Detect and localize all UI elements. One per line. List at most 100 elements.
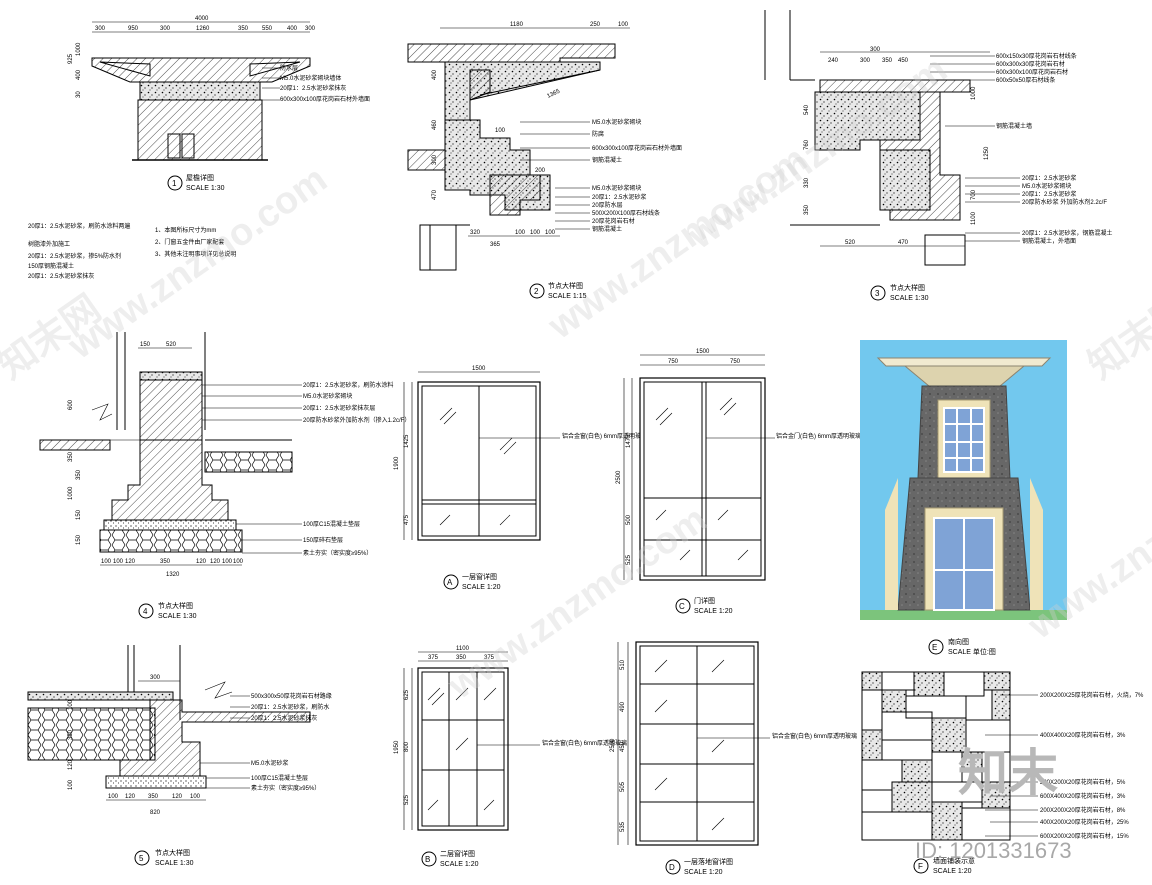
dim-bottom: 470 — [898, 240, 909, 246]
dim-height: 1900 — [394, 456, 400, 470]
dim-bottom: 350 — [148, 794, 159, 800]
panel-scale: SCALE 1:20 — [933, 868, 972, 875]
callout: M5.0水泥砂浆砌块 — [592, 184, 641, 192]
panel-2-node-detail: 1180 250 100 400 460 300 470 1365 200 10… — [407, 22, 682, 300]
dim-sub-height: 510 — [620, 659, 626, 670]
dim-top: 250 — [590, 22, 601, 28]
callout: 20厚防水砂浆外加防水剂（掺入1.2c/F） — [303, 416, 410, 424]
callout: 20厚1：2.5水泥砂浆 — [592, 193, 646, 201]
panel-letter: E — [932, 643, 937, 652]
callout: 600X200X20厚花岗岩石材，15% — [1040, 832, 1129, 840]
callout: 素土夯实（密实度≥95%） — [251, 784, 320, 792]
dim-sub-height: 535 — [620, 821, 626, 832]
callout: 500x300x50厚花岗岩石材路缘 — [251, 692, 332, 700]
callout: 400X400X20厚花岗岩石材，3% — [1040, 731, 1126, 739]
dim-sub-height: 475 — [404, 514, 410, 525]
panel-scale: SCALE 1:15 — [548, 293, 587, 300]
panel-scale: SCALE 1:30 — [158, 613, 197, 620]
note: 150厚钢筋混凝土 — [28, 262, 74, 270]
panel-title: 节点大样图 — [155, 848, 190, 857]
dim-sub: 350 — [238, 26, 249, 32]
callout: 600x50x50厚石材线条 — [996, 76, 1055, 84]
dim-left: 1000 — [68, 486, 74, 500]
dim-sub-width: 350 — [456, 655, 467, 661]
dim-bottom-total: 1320 — [166, 572, 180, 578]
dim-bottom: 100 — [530, 230, 541, 236]
panel-4-foundation-detail: 150 520 600 350 1000 350 150 150 100 100… — [39, 332, 410, 620]
dim-bottom: 100 — [233, 559, 244, 565]
panel-scale: SCALE 1:20 — [462, 584, 501, 591]
elevation-grass — [860, 610, 1067, 620]
callout: 600x300x100厚花岗岩石材外墙面 — [592, 144, 682, 152]
dim-top: 4000 — [195, 16, 209, 22]
dim-right: 1000 — [971, 86, 977, 100]
eave-cap — [876, 357, 1052, 367]
dim-sub-height: 1475 — [626, 434, 632, 448]
callout: 200X200X20厚花岗岩石材，8% — [1040, 806, 1126, 814]
dim-top: 100 — [618, 22, 629, 28]
panel-title: 屋檐详图 — [186, 173, 214, 182]
dim-left: 330 — [804, 177, 810, 188]
callout: 100厚C15混凝土垫层 — [303, 520, 360, 528]
dim-bottom: 100 — [515, 230, 526, 236]
callout: 600x300x100厚花岗岩石材外墙面 — [280, 95, 370, 103]
callout: M5.0水泥砂浆砌块墙体 — [280, 74, 341, 82]
dim-left: 150 — [76, 534, 82, 545]
callout: 20厚1：2.5水泥砂浆 — [1022, 174, 1076, 182]
dim-sub: 400 — [287, 26, 298, 32]
panel-scale: SCALE 单位:图 — [948, 647, 996, 656]
panel-D-floor-window: 2500 510 490 450 505 535 铝合金窗(白色) 6mm厚透明… — [610, 641, 857, 876]
dim-right: 700 — [971, 189, 977, 200]
panel-title: 节点大样图 — [158, 601, 193, 610]
callout: 素土夯实（密实度≥95%） — [303, 549, 372, 557]
dim-sub-height: 490 — [620, 701, 626, 712]
dim-sub-width: 375 — [484, 655, 495, 661]
dim-width: 1100 — [456, 646, 470, 652]
dim-top: 300 — [860, 58, 871, 64]
callout: 20厚防水砂浆 外加防水剂2.2c/F — [1022, 198, 1107, 206]
dim-left: 300 — [432, 154, 438, 165]
callout: 150厚碎石垫层 — [303, 536, 343, 544]
dim-bottom: 120 — [125, 794, 136, 800]
general-notes: 20厚1：2.5水泥砂浆，刷防水涂料两遍 树脂漆外加施工 20厚1：2.5水泥砂… — [28, 222, 236, 280]
callout: 600x300x30厚花岗岩石材 — [996, 60, 1065, 68]
dim-left: 100 — [68, 779, 74, 790]
panel-letter: C — [679, 602, 685, 611]
panel-title: 节点大样图 — [548, 281, 583, 290]
dim-sub: 1260 — [196, 26, 210, 32]
panel-5-curb-detail: 300 100 350 120 100 100 120 350 120 100 … — [27, 645, 332, 867]
dim-left: 350 — [68, 451, 74, 462]
dim-top: 450 — [898, 58, 909, 64]
callout: M5.0水泥砂浆砌块 — [303, 392, 352, 400]
dim-right: 1250 — [984, 146, 990, 160]
panel-title: 门详图 — [694, 596, 715, 605]
dim-sub-height: 800 — [404, 741, 410, 752]
upper-window — [943, 407, 985, 473]
dim-left: 400 — [432, 69, 438, 80]
callout: 200X200X20厚花岗岩石材，5% — [1040, 778, 1126, 786]
callout: 20厚1：2.5水泥砂浆抹灰层 — [303, 404, 375, 412]
panel-number-circle — [167, 175, 183, 191]
note: 20厚1：2.5水泥砂浆，掺5%防水剂 — [28, 252, 121, 260]
callout: 钢筋混凝土 — [592, 156, 622, 164]
panel-number: 4 — [143, 607, 148, 616]
callout: 100厚C15混凝土垫层 — [251, 774, 308, 782]
note: 20厚1：2.5水泥砂浆抹灰 — [28, 272, 94, 280]
dim-top: 150 — [140, 342, 151, 348]
callout: 铝合金窗(白色) 6mm厚透明玻璃 — [772, 732, 857, 740]
panel-title: 南向图 — [948, 637, 969, 646]
dim-sub-width: 750 — [730, 359, 741, 365]
panel-scale: SCALE 1:20 — [694, 608, 733, 615]
dim-sub: 550 — [262, 26, 273, 32]
panel-C-door-detail: 1500 750 750 2500 1475 500 525 铝合金门(白色) … — [616, 349, 861, 615]
dim-sub-height: 1425 — [404, 434, 410, 448]
dim-left: 400 — [76, 69, 82, 80]
dim-bottom: 120 — [196, 559, 207, 565]
note: 树脂漆外加施工 — [28, 240, 70, 248]
dim-bottom: 100 — [108, 794, 119, 800]
dim-height: 2500 — [610, 738, 616, 752]
dim-mid: 100 — [495, 128, 506, 134]
callout: 20厚1：2.5水泥砂浆 — [1022, 190, 1076, 198]
note: 1、本图所标尺寸为mm — [155, 226, 216, 234]
panel-title: 一层落地窗详图 — [684, 857, 733, 866]
